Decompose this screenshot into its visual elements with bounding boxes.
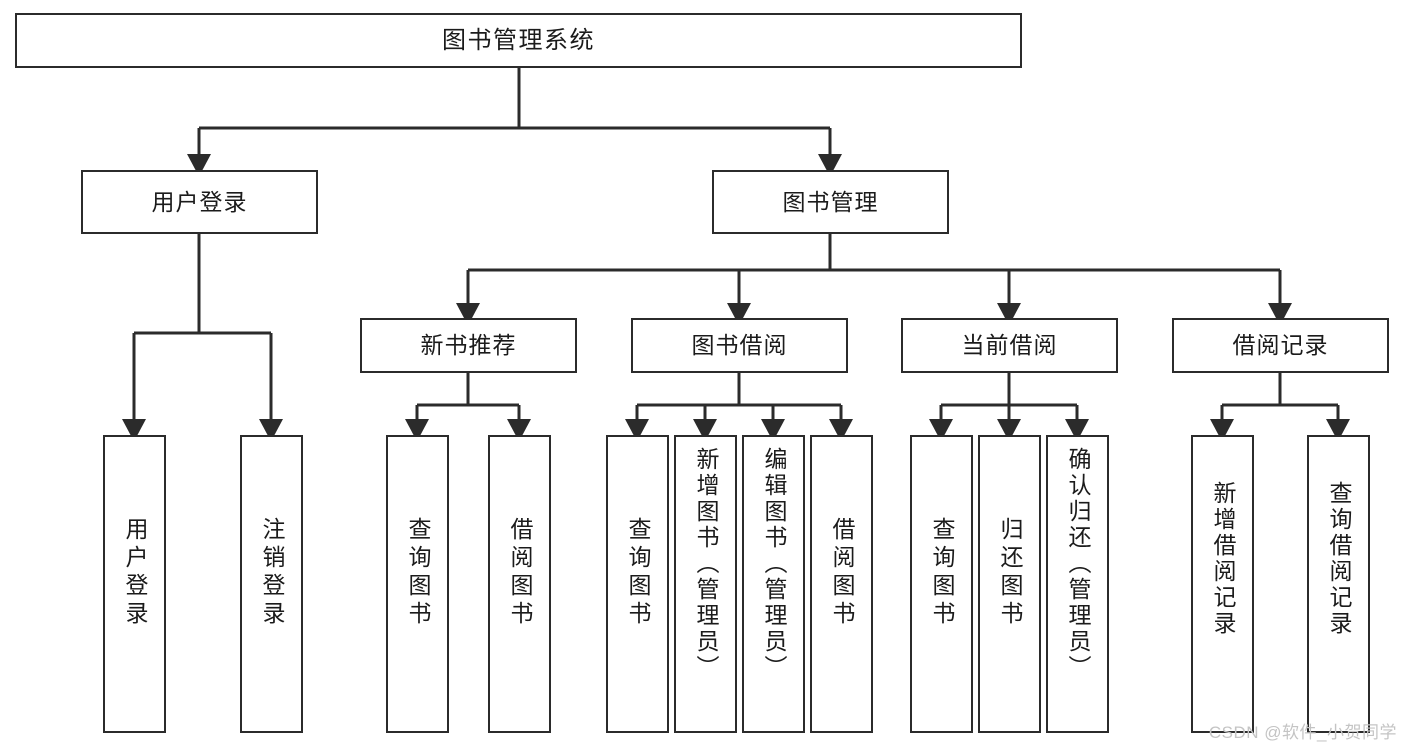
node-label: 新增图书（管理员） — [693, 447, 719, 681]
node-label: 借阅图书 — [507, 517, 533, 629]
node-label: 新增借阅记录 — [1210, 481, 1236, 637]
node-label: 查询图书 — [929, 517, 955, 629]
leaf-node-edit-book-admin[interactable]: 编辑图书（管理员） — [742, 435, 805, 733]
node-label: 图书借阅 — [691, 332, 788, 359]
node-label: 归还图书 — [997, 517, 1023, 629]
node-current-borrowing[interactable]: 当前借阅 — [901, 318, 1118, 373]
node-label: 编辑图书（管理员） — [761, 447, 787, 681]
node-label: 查询借阅记录 — [1326, 481, 1352, 637]
leaf-node-return-book[interactable]: 归还图书 — [978, 435, 1041, 733]
node-borrowing-record[interactable]: 借阅记录 — [1172, 318, 1389, 373]
leaf-node-query-borrow-record[interactable]: 查询借阅记录 — [1307, 435, 1370, 733]
leaf-node-borrow-book[interactable]: 借阅图书 — [810, 435, 873, 733]
node-label: 图书管理 — [782, 188, 879, 215]
leaf-node-user-login[interactable]: 用户登录 — [103, 435, 166, 733]
node-label: 查询图书 — [625, 517, 651, 629]
leaf-node-confirm-return-admin[interactable]: 确认归还（管理员） — [1046, 435, 1109, 733]
leaf-node-user-logout[interactable]: 注销登录 — [240, 435, 303, 733]
node-label: 图书管理系统 — [442, 26, 595, 54]
node-label: 当前借阅 — [961, 332, 1058, 359]
node-new-book-recommendation[interactable]: 新书推荐 — [360, 318, 577, 373]
node-book-management-system[interactable]: 图书管理系统 — [15, 13, 1022, 68]
leaf-node-query-book-borrow[interactable]: 查询图书 — [606, 435, 669, 733]
node-label: 用户登录 — [151, 188, 248, 215]
leaf-node-add-book-admin[interactable]: 新增图书（管理员） — [674, 435, 737, 733]
node-book-borrowing[interactable]: 图书借阅 — [631, 318, 848, 373]
node-book-management[interactable]: 图书管理 — [712, 170, 949, 234]
leaf-node-add-borrow-record[interactable]: 新增借阅记录 — [1191, 435, 1254, 733]
node-user-login[interactable]: 用户登录 — [81, 170, 318, 234]
node-label: 查询图书 — [405, 517, 431, 629]
leaf-node-borrow-book-recommend[interactable]: 借阅图书 — [488, 435, 551, 733]
csdn-watermark: CSDN @软件_小贺同学 — [1208, 723, 1397, 742]
node-label: 注销登录 — [259, 517, 285, 629]
node-label: 借阅记录 — [1232, 332, 1329, 359]
node-label: 新书推荐 — [420, 332, 517, 359]
leaf-node-query-book-recommend[interactable]: 查询图书 — [386, 435, 449, 733]
node-label: 确认归还（管理员） — [1065, 447, 1091, 681]
node-label: 用户登录 — [122, 517, 148, 629]
leaf-node-query-book-current[interactable]: 查询图书 — [910, 435, 973, 733]
node-label: 借阅图书 — [829, 517, 855, 629]
